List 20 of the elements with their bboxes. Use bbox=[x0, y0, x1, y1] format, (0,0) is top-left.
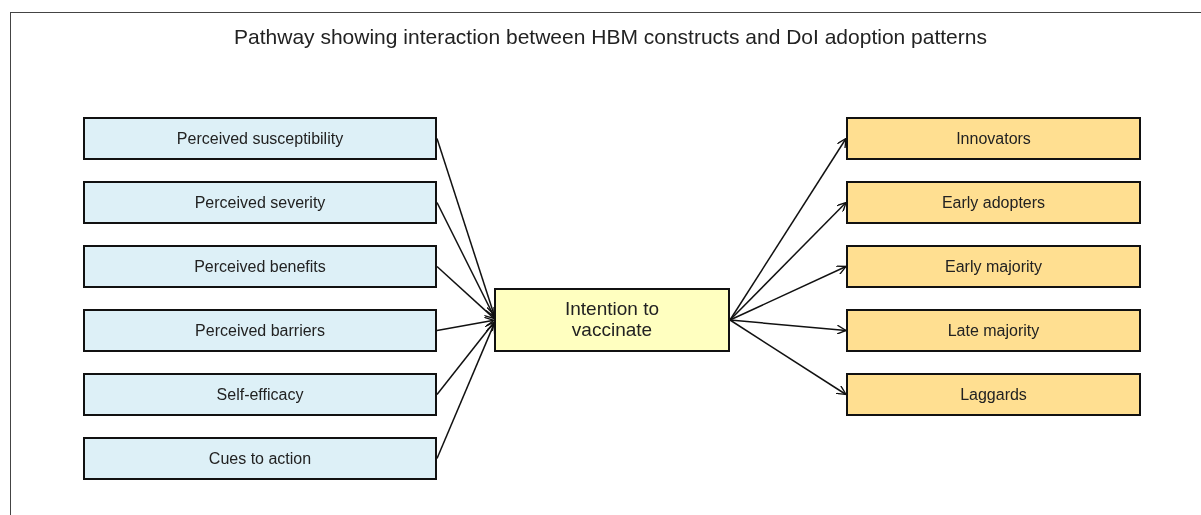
arrow bbox=[729, 201, 847, 321]
category-box: Perceived barriers bbox=[83, 309, 437, 352]
category-box: Early adopters bbox=[846, 181, 1141, 224]
arrow bbox=[729, 265, 847, 321]
category-box: Self-efficacy bbox=[83, 373, 437, 416]
category-box: Early majority bbox=[846, 245, 1141, 288]
arrow bbox=[729, 319, 847, 335]
outcome-box: Intention to vaccinate bbox=[494, 288, 730, 352]
arrow bbox=[436, 321, 495, 396]
arrow bbox=[436, 316, 495, 332]
category-box: Perceived severity bbox=[83, 181, 437, 224]
arrow bbox=[729, 319, 847, 396]
category-box: Perceived susceptibility bbox=[83, 117, 437, 160]
category-box: Perceived benefits bbox=[83, 245, 437, 288]
diagram-title: Pathway showing interaction between HBM constructs and DoI adoption patterns bbox=[233, 25, 988, 49]
arrow bbox=[436, 265, 495, 320]
category-box: Innovators bbox=[846, 117, 1141, 160]
category-box: Laggards bbox=[846, 373, 1141, 416]
category-box: Cues to action bbox=[83, 437, 437, 480]
category-box: Late majority bbox=[846, 309, 1141, 352]
